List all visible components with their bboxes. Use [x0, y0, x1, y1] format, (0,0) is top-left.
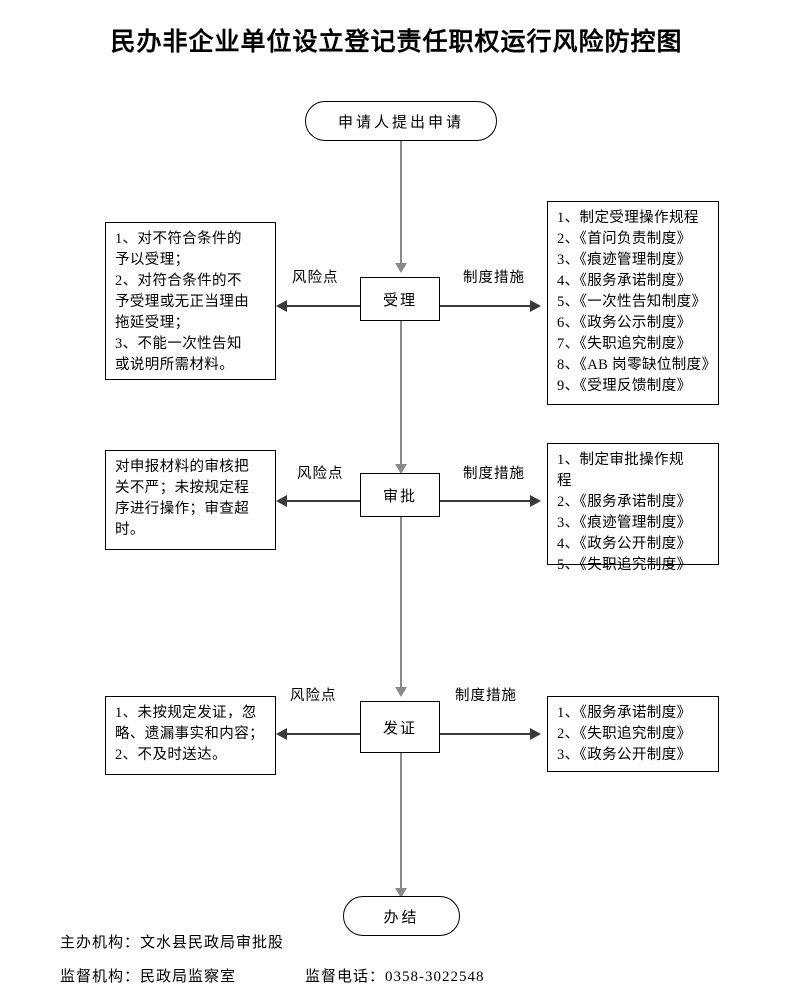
- measures-box-approval[interactable]: 1、制定审批操作规 程 2、《服务承诺制度》 3、《痕迹管理制度》 4、《政务公…: [547, 443, 719, 573]
- risk-line: 3、不能一次性告知: [115, 336, 242, 352]
- footer-host-agency: 主办机构：文水县民政局审批股: [60, 935, 285, 951]
- measure-line: 5、《失职追究制度》: [557, 557, 692, 573]
- measure-line: 3、《痕迹管理制度》: [557, 515, 692, 531]
- measure-line: 6、《政务公示制度》: [557, 315, 692, 331]
- measure-line: 8、《AB 岗零缺位制度》: [557, 357, 717, 373]
- edge-label-risk-acceptance: 风险点: [292, 270, 339, 286]
- connector-certificate-to-risk: [287, 733, 360, 735]
- connector-approval-to-certificate: [400, 517, 402, 687]
- risk-line: 略、遗漏事实和内容；: [115, 726, 264, 742]
- measure-line: 5、《一次性告知制度》: [557, 294, 707, 310]
- measure-line: 1、《服务承诺制度》: [557, 705, 692, 721]
- risk-box-acceptance[interactable]: 1、对不符合条件的 予以受理； 2、对符合条件的不 予受理或无正当理由 拖延受理…: [105, 222, 276, 380]
- measure-line: 4、《服务承诺制度》: [557, 273, 692, 289]
- measure-line: 3、《政务公开制度》: [557, 747, 692, 763]
- page-title: 民办非企业单位设立登记责任职权运行风险防控图: [110, 28, 683, 56]
- measures-box-certificate[interactable]: 1、《服务承诺制度》 2、《失职追究制度》 3、《政务公开制度》: [547, 696, 719, 772]
- edge-label-risk-approval: 风险点: [297, 466, 344, 482]
- risk-line: 关不严；未按规定程: [115, 480, 250, 496]
- connector-start-to-acceptance: [400, 141, 402, 263]
- connector-acceptance-to-risk: [287, 305, 360, 307]
- measure-line: 2、《失职追究制度》: [557, 726, 692, 742]
- arrowhead-left-certificate-risk: [276, 728, 287, 740]
- risk-box-approval[interactable]: 对申报材料的审核把 关不严；未按规定程 序进行操作；审查超 时。: [105, 450, 276, 550]
- risk-line: 拖延受理；: [115, 315, 190, 331]
- measure-line: 3、《痕迹管理制度》: [557, 252, 692, 268]
- arrowhead-right-acceptance-measures: [530, 300, 541, 312]
- flow-node-end[interactable]: 办结: [343, 896, 460, 936]
- measure-line: 2、《服务承诺制度》: [557, 494, 692, 510]
- edge-label-measures-certificate: 制度措施: [455, 688, 517, 704]
- arrowhead-left-acceptance-risk: [276, 300, 287, 312]
- flow-node-acceptance[interactable]: 受理: [360, 277, 440, 321]
- connector-acceptance-to-approval: [400, 321, 402, 464]
- risk-line: 予以受理；: [115, 252, 190, 268]
- measures-box-acceptance[interactable]: 1、制定受理操作规程 2、《首问负责制度》 3、《痕迹管理制度》 4、《服务承诺…: [547, 201, 719, 405]
- flow-node-approval[interactable]: 审批: [360, 473, 440, 517]
- risk-line: 予受理或无正当理由: [115, 294, 250, 310]
- risk-line: 1、对不符合条件的: [115, 231, 242, 247]
- connector-certificate-to-end: [400, 753, 402, 888]
- measure-line: 7、《失职追究制度》: [557, 336, 692, 352]
- edge-label-risk-certificate: 风险点: [290, 688, 337, 704]
- risk-line: 序进行操作；审查超: [115, 501, 250, 517]
- risk-line: 1、未按规定发证，忽: [115, 705, 257, 721]
- risk-line: 2、不及时送达。: [115, 747, 227, 763]
- measure-line: 9、《受理反馈制度》: [557, 378, 692, 394]
- risk-line: 2、对符合条件的不: [115, 273, 242, 289]
- measure-line: 4、《政务公开制度》: [557, 536, 692, 552]
- risk-line: 或说明所需材料。: [115, 357, 235, 373]
- footer-supervisor-agency: 监督机构：民政局监察室: [60, 969, 237, 985]
- risk-line: 对申报材料的审核把: [115, 459, 250, 475]
- connector-certificate-to-measures: [440, 733, 530, 735]
- measure-line: 2、《首问负责制度》: [557, 231, 692, 247]
- connector-approval-to-measures: [440, 500, 530, 502]
- arrowhead-right-approval-measures: [530, 495, 541, 507]
- footer-supervisor-phone: 监督电话：0358-3022548: [305, 969, 485, 985]
- edge-label-measures-acceptance: 制度措施: [463, 270, 525, 286]
- measure-line: 程: [557, 473, 572, 489]
- arrowhead-down-end: [395, 888, 407, 898]
- flow-node-start[interactable]: 申请人提出申请: [305, 101, 497, 141]
- arrowhead-right-certificate-measures: [530, 728, 541, 740]
- edge-label-measures-approval: 制度措施: [463, 466, 525, 482]
- flow-node-certificate[interactable]: 发证: [360, 701, 440, 753]
- risk-line: 时。: [115, 522, 145, 538]
- connector-approval-to-risk: [287, 500, 360, 502]
- measure-line: 1、制定受理操作规程: [557, 210, 699, 226]
- risk-box-certificate[interactable]: 1、未按规定发证，忽 略、遗漏事实和内容； 2、不及时送达。: [105, 696, 276, 775]
- arrowhead-down-acceptance: [395, 263, 407, 273]
- arrowhead-left-approval-risk: [276, 495, 287, 507]
- arrowhead-down-approval: [395, 464, 407, 474]
- arrowhead-down-certificate: [395, 687, 407, 697]
- measure-line: 1、制定审批操作规: [557, 452, 684, 468]
- connector-acceptance-to-measures: [440, 305, 530, 307]
